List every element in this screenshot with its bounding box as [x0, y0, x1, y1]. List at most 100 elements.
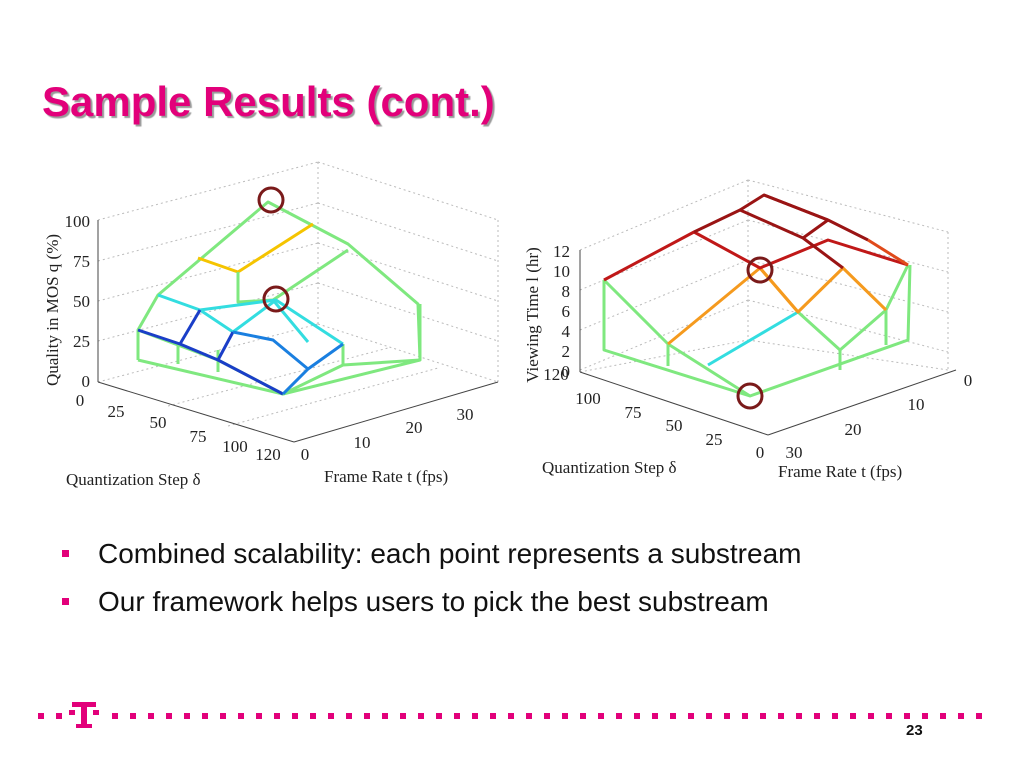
telekom-logo-icon [69, 702, 99, 728]
left-z-axis-label: Quality in MOS q (%) [43, 234, 62, 386]
footer-dot [922, 713, 928, 719]
footer-dot [472, 713, 478, 719]
right-x-tick-0: 0 [756, 443, 765, 462]
footer-dot [454, 713, 460, 719]
footer-dot [724, 713, 730, 719]
bullet-list: Combined scalability: each point represe… [62, 532, 801, 628]
footer-dot [814, 713, 820, 719]
footer-dot [976, 713, 982, 719]
right-z-tick-12: 12 [553, 242, 570, 261]
footer-dot [562, 713, 568, 719]
footer-dot [310, 713, 316, 719]
bullet-item: Combined scalability: each point represe… [62, 532, 801, 580]
right-z-tick-2: 2 [562, 342, 571, 361]
left-surface [136, 200, 422, 396]
highlight-circle-best-quality [257, 186, 285, 214]
bullet-item: Our framework helps users to pick the be… [62, 580, 801, 628]
footer-dot [364, 713, 370, 719]
footer-dot [184, 713, 190, 719]
right-z-axis-label: Viewing Time l (hr) [523, 247, 542, 382]
left-y-tick-20: 20 [406, 418, 423, 437]
highlight-circle-selected-substream [746, 256, 774, 284]
footer-dot [166, 713, 172, 719]
left-y-tick-10: 10 [354, 433, 371, 452]
footer-dot [688, 713, 694, 719]
footer-dot [490, 713, 496, 719]
left-x-tick-50: 50 [150, 413, 167, 432]
right-y-tick-30: 30 [786, 443, 803, 462]
footer-dot [508, 713, 514, 719]
left-z-tick-0: 0 [82, 372, 91, 391]
page-number: 23 [906, 722, 923, 739]
left-x-axis-label: Quantization Step δ [66, 470, 201, 489]
footer-dotted-line [38, 702, 982, 728]
footer-dot [274, 713, 280, 719]
left-x-tick-120: 120 [255, 445, 281, 464]
right-z-tick-6: 6 [562, 302, 571, 321]
left-chart-grid [97, 161, 499, 427]
left-x-tick-0: 0 [76, 391, 85, 410]
right-chart-grid [579, 179, 949, 373]
footer-dot [958, 713, 964, 719]
footer-dot [904, 713, 910, 719]
right-x-tick-25: 25 [706, 430, 723, 449]
right-z-tick-8: 8 [562, 282, 571, 301]
footer-dot [670, 713, 676, 719]
viewing-time-surface-chart: 0 2 4 6 8 10 12 120 100 75 50 25 0 0 10 … [523, 179, 973, 481]
right-x-axis-label: Quantization Step δ [542, 458, 677, 477]
footer-dot [580, 713, 586, 719]
left-z-tick-100: 100 [65, 212, 91, 231]
footer-dot [436, 713, 442, 719]
footer-dot [202, 713, 208, 719]
footer-dot [796, 713, 802, 719]
bullet-text: Combined scalability: each point represe… [98, 538, 802, 569]
left-x-tick-25: 25 [108, 402, 125, 421]
footer-dot [238, 713, 244, 719]
square-bullet-icon [62, 550, 69, 557]
footer-dot [148, 713, 154, 719]
footer-dot [328, 713, 334, 719]
right-y-tick-10: 10 [908, 395, 925, 414]
right-y-tick-20: 20 [845, 420, 862, 439]
right-x-tick-75: 75 [625, 403, 642, 422]
right-x-tick-120: 120 [543, 365, 569, 384]
square-bullet-icon [62, 598, 69, 605]
left-x-tick-100: 100 [222, 437, 248, 456]
left-z-tick-50: 50 [73, 292, 90, 311]
bullet-text: Our framework helps users to pick the be… [98, 586, 769, 617]
footer-dot [130, 713, 136, 719]
footer-dot [418, 713, 424, 719]
right-z-tick-10: 10 [553, 262, 570, 281]
right-surface [602, 193, 912, 398]
footer-dot [742, 713, 748, 719]
footer-dot [598, 713, 604, 719]
footer-dot [256, 713, 262, 719]
left-y-tick-0: 0 [301, 445, 310, 464]
right-y-tick-0: 0 [964, 371, 973, 390]
footer-dot [544, 713, 550, 719]
right-x-tick-100: 100 [575, 389, 601, 408]
left-z-tick-75: 75 [73, 252, 90, 271]
footer-dot [382, 713, 388, 719]
footer-dot [778, 713, 784, 719]
right-z-tick-0: 0 [562, 362, 571, 381]
footer-dot [706, 713, 712, 719]
footer-dot [220, 713, 226, 719]
left-y-tick-30: 30 [457, 405, 474, 424]
footer-dot [760, 713, 766, 719]
footer-dot [112, 713, 118, 719]
left-z-tick-25: 25 [73, 332, 90, 351]
footer-dot [652, 713, 658, 719]
right-x-tick-50: 50 [666, 416, 683, 435]
slide-title: Sample Results (cont.) [42, 78, 495, 125]
left-x-tick-75: 75 [190, 427, 207, 446]
footer-dot [868, 713, 874, 719]
footer-dot [940, 713, 946, 719]
footer-dot [292, 713, 298, 719]
footer-dot [850, 713, 856, 719]
right-y-axis-label: Frame Rate t (fps) [778, 462, 902, 481]
footer-dot [526, 713, 532, 719]
footer-dot [634, 713, 640, 719]
footer-dot [400, 713, 406, 719]
footer-dot [346, 713, 352, 719]
